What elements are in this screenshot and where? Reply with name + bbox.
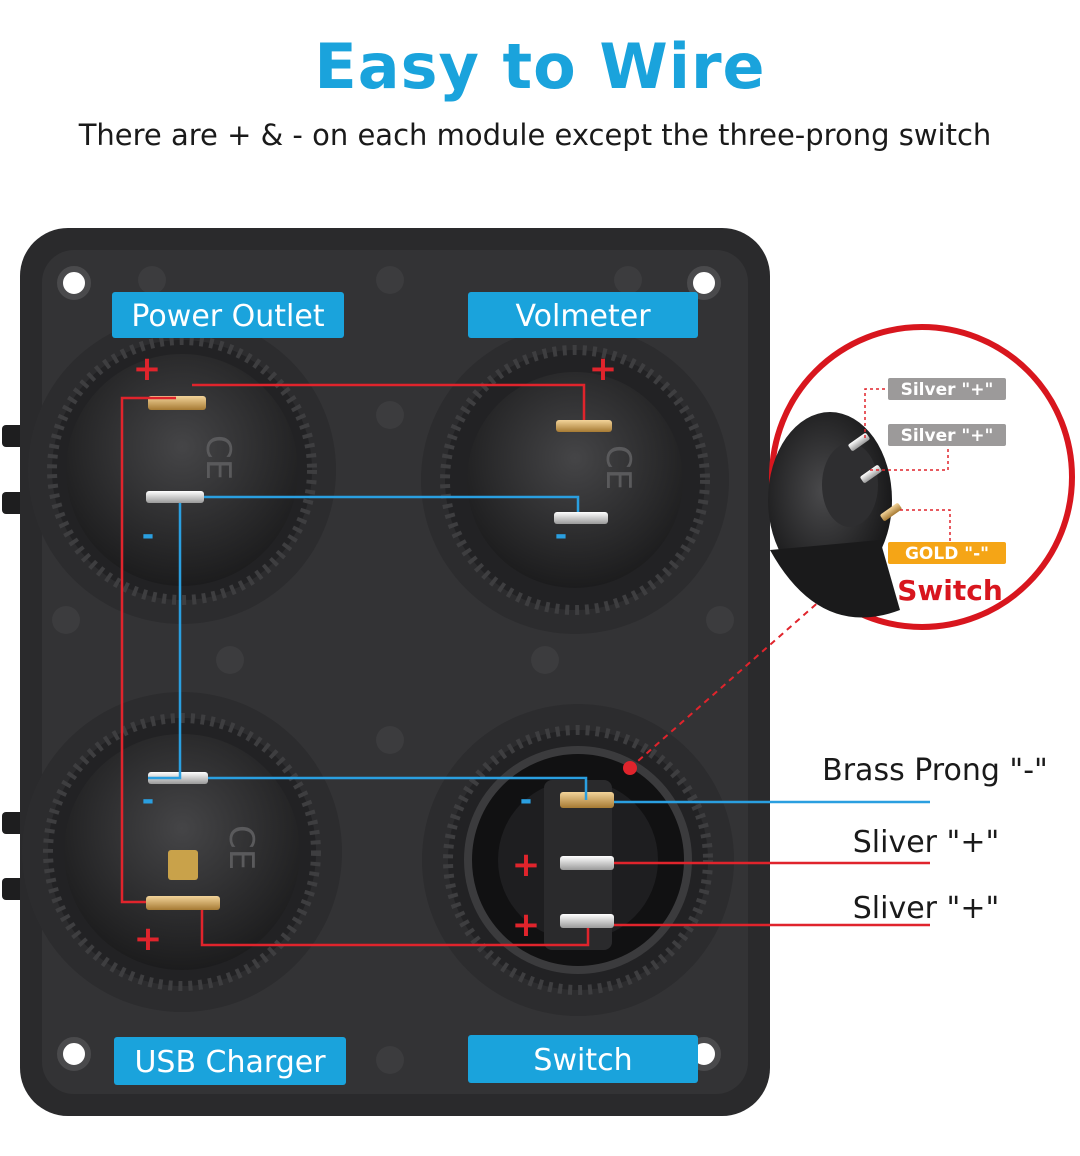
svg-text:Power Outlet: Power Outlet xyxy=(131,299,324,334)
svg-text:+: + xyxy=(512,845,541,885)
socket-power-outlet xyxy=(28,316,336,624)
svg-text:CE: CE xyxy=(598,445,638,490)
led-indicator xyxy=(168,850,198,880)
callout-brass-prong: Brass Prong "-" xyxy=(822,753,1048,788)
svg-text:Silver "+": Silver "+" xyxy=(901,380,994,400)
svg-text:Silver "+": Silver "+" xyxy=(901,426,994,446)
switch-inset: Silver "+" Silver "+" GOLD "-" Switch xyxy=(768,324,1075,630)
svg-text:Brass Prong "-": Brass Prong "-" xyxy=(822,753,1048,788)
svg-text:-: - xyxy=(520,783,532,818)
svg-text:-: - xyxy=(555,518,567,553)
svg-text:Sliver "+": Sliver "+" xyxy=(853,891,1000,926)
svg-text:CE: CE xyxy=(198,435,238,480)
svg-text:Switch: Switch xyxy=(533,1043,632,1078)
svg-text:+: + xyxy=(133,349,162,389)
ce-marks: CE CE CE xyxy=(198,435,638,870)
page-subtitle: There are + & - on each module except th… xyxy=(78,118,992,152)
svg-text:+: + xyxy=(512,905,541,945)
svg-text:-: - xyxy=(142,783,154,818)
socket-voltmeter xyxy=(421,326,729,634)
svg-text:USB Charger: USB Charger xyxy=(134,1045,326,1080)
svg-text:-: - xyxy=(142,518,154,553)
callout-sliver-2: Sliver "+" xyxy=(853,891,1000,926)
svg-text:+: + xyxy=(589,349,618,389)
svg-text:Sliver "+": Sliver "+" xyxy=(853,825,1000,860)
label-usb-charger: USB Charger xyxy=(114,1037,346,1085)
page-title: Easy to Wire xyxy=(314,30,766,103)
label-switch: Switch xyxy=(468,1035,698,1083)
svg-text:Volmeter: Volmeter xyxy=(515,299,651,334)
negative-wires xyxy=(148,495,930,804)
label-voltmeter: Volmeter xyxy=(468,292,698,338)
svg-text:+: + xyxy=(134,919,163,959)
svg-text:GOLD "-": GOLD "-" xyxy=(905,544,989,564)
svg-text:CE: CE xyxy=(221,825,261,870)
positive-wires xyxy=(120,383,930,947)
inset-pointer xyxy=(629,591,831,769)
inset-pointer-dot xyxy=(623,761,637,775)
polarity-markers: + + + + + - - - - xyxy=(133,349,618,959)
side-clips xyxy=(2,425,24,900)
label-power-outlet: Power Outlet xyxy=(112,292,344,338)
callout-sliver-1: Sliver "+" xyxy=(853,825,1000,860)
svg-text:Switch: Switch xyxy=(897,574,1003,607)
